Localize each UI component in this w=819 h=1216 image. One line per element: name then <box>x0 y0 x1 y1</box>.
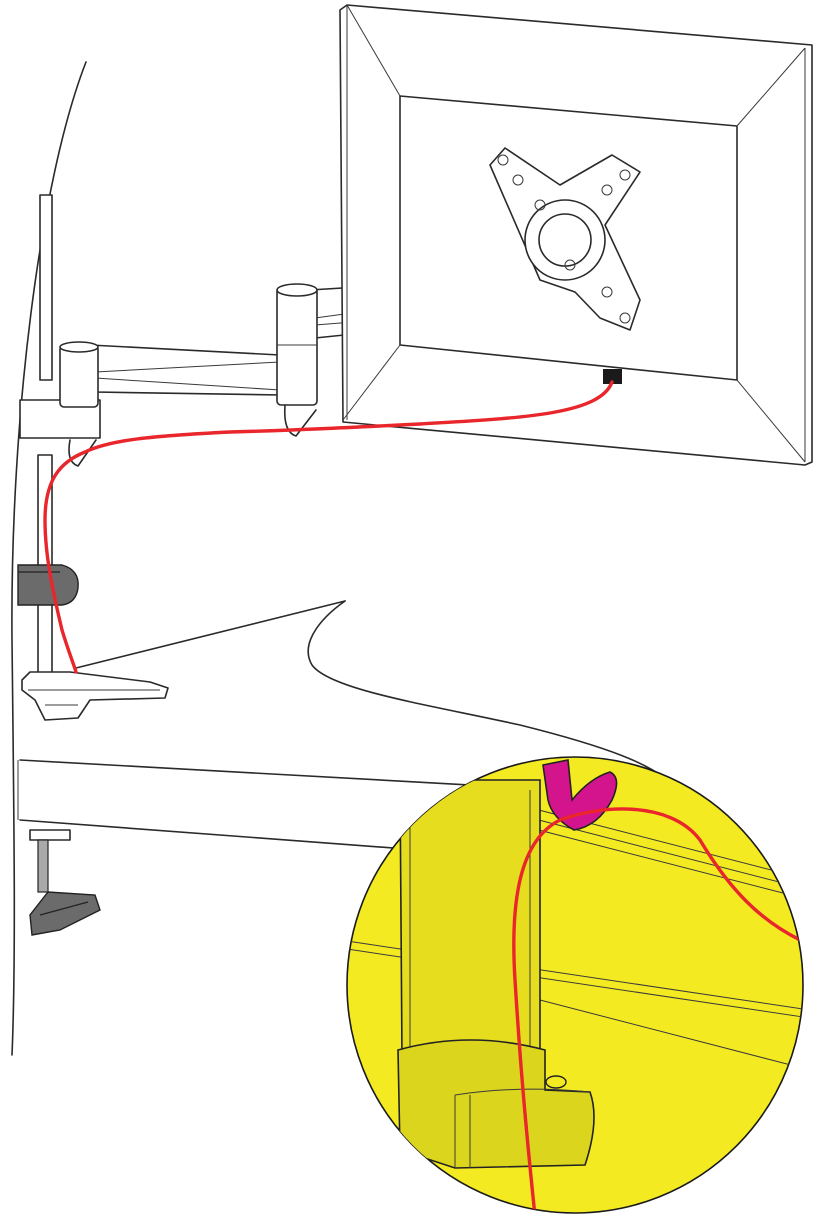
detail-zoom-circle <box>346 756 804 1214</box>
cutaway-curve-edge <box>11 61 87 1056</box>
desk-stand-base <box>21 671 169 721</box>
monitor-cable <box>43 380 614 674</box>
vesa-mounting-plate <box>489 147 641 331</box>
pole-cable-clip <box>17 564 79 606</box>
monitor-cable-port <box>603 369 622 384</box>
desk-clamp <box>29 829 101 936</box>
monitor-cable-detail <box>512 807 802 1213</box>
